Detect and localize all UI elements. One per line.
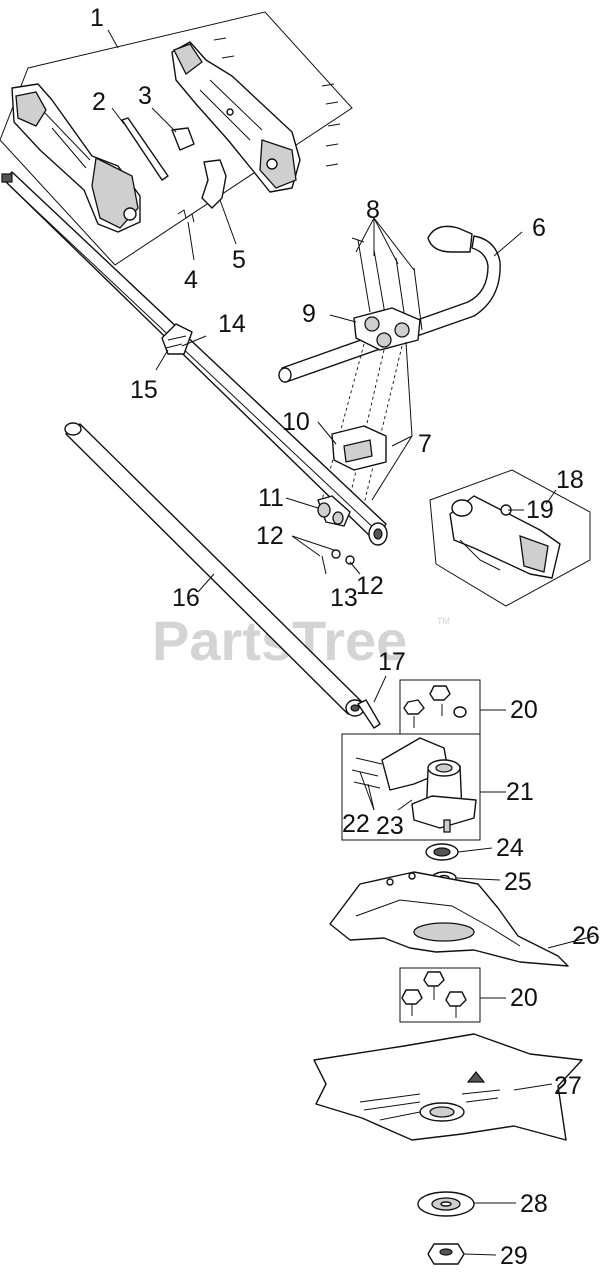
callout-17: 17	[378, 648, 406, 676]
callout-5: 5	[232, 246, 246, 274]
callout-3: 3	[138, 82, 152, 110]
part-29-nut[interactable]	[427, 1243, 465, 1265]
callout-8: 8	[366, 196, 380, 224]
callout-29: 29	[500, 1242, 528, 1270]
callout-6: 6	[532, 214, 546, 242]
callout-14: 14	[218, 310, 246, 338]
part-11-bracket[interactable]	[317, 495, 351, 527]
callout-1: 1	[90, 4, 104, 32]
callout-12-left: 12	[256, 522, 284, 550]
part-18-throttle-cable-box[interactable]	[429, 469, 591, 607]
callout-15: 15	[130, 376, 158, 404]
callout-22: 22	[342, 810, 370, 838]
part-17-drive-shaft[interactable]	[357, 699, 381, 729]
callout-21: 21	[506, 778, 534, 806]
callout-27: 27	[554, 1072, 582, 1100]
part-20-nut-box-upper[interactable]	[399, 679, 481, 735]
part-24-bearing[interactable]	[425, 843, 459, 861]
callout-19: 19	[526, 496, 554, 524]
callout-9: 9	[302, 300, 316, 328]
callout-11: 11	[258, 484, 284, 512]
callout-26: 26	[572, 922, 600, 950]
callout-12-right: 12	[356, 572, 384, 600]
part-1-handle-housing-kit[interactable]	[0, 11, 353, 266]
callout-2: 2	[92, 88, 106, 116]
part-12-13-hardware[interactable]	[321, 549, 355, 575]
callout-28: 28	[520, 1190, 548, 1218]
leader-lines-box1	[107, 29, 237, 261]
part-10-lower-clamp[interactable]	[331, 425, 387, 471]
part-6-loop-handle[interactable]	[278, 225, 501, 383]
part-26-blade-guard[interactable]	[329, 871, 569, 967]
callout-20-upper: 20	[510, 696, 538, 724]
callout-20-lower: 20	[510, 984, 538, 1012]
callout-16: 16	[172, 584, 200, 612]
callout-25: 25	[504, 868, 532, 896]
callout-10: 10	[282, 408, 310, 436]
callout-4: 4	[184, 266, 198, 294]
callout-18: 18	[556, 466, 584, 494]
part-14-upper-shaft[interactable]	[1, 171, 388, 546]
callout-13: 13	[330, 584, 358, 612]
callout-7: 7	[418, 430, 432, 458]
callout-23: 23	[376, 812, 404, 840]
part-27-blade[interactable]	[313, 1033, 583, 1141]
part-9-clamp-plate[interactable]	[353, 307, 421, 351]
callout-24: 24	[496, 834, 524, 862]
watermark-trademark: TM	[437, 616, 450, 626]
part-28-cup-washer[interactable]	[417, 1191, 475, 1217]
leader-lines	[155, 217, 595, 1256]
part-20-bolt-box-lower[interactable]	[399, 967, 481, 1023]
